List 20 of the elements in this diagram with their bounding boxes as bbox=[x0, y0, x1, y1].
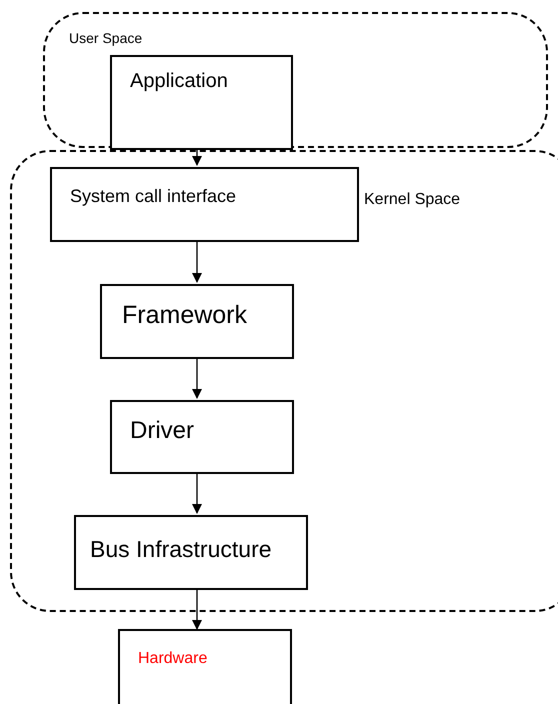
box-label: Driver bbox=[130, 416, 194, 446]
process-box bbox=[118, 629, 292, 704]
user-space-region bbox=[43, 12, 548, 148]
box-label: System call interface bbox=[70, 185, 236, 208]
process-box bbox=[74, 515, 308, 590]
box-label: Bus Infrastructure bbox=[90, 535, 272, 564]
process-box bbox=[100, 284, 294, 359]
region-label: Kernel Space bbox=[364, 190, 460, 210]
box-label: Application bbox=[130, 69, 228, 94]
arrow bbox=[192, 588, 202, 630]
process-box bbox=[50, 167, 359, 242]
box-label: Framework bbox=[122, 300, 248, 331]
region-label: User Space bbox=[69, 30, 142, 48]
box-label: Hardware bbox=[138, 649, 208, 669]
process-box bbox=[110, 400, 294, 474]
arrow bbox=[192, 148, 202, 166]
arrow bbox=[192, 240, 202, 283]
process-box bbox=[110, 55, 293, 150]
arrow bbox=[192, 357, 202, 399]
arrow bbox=[192, 472, 202, 514]
